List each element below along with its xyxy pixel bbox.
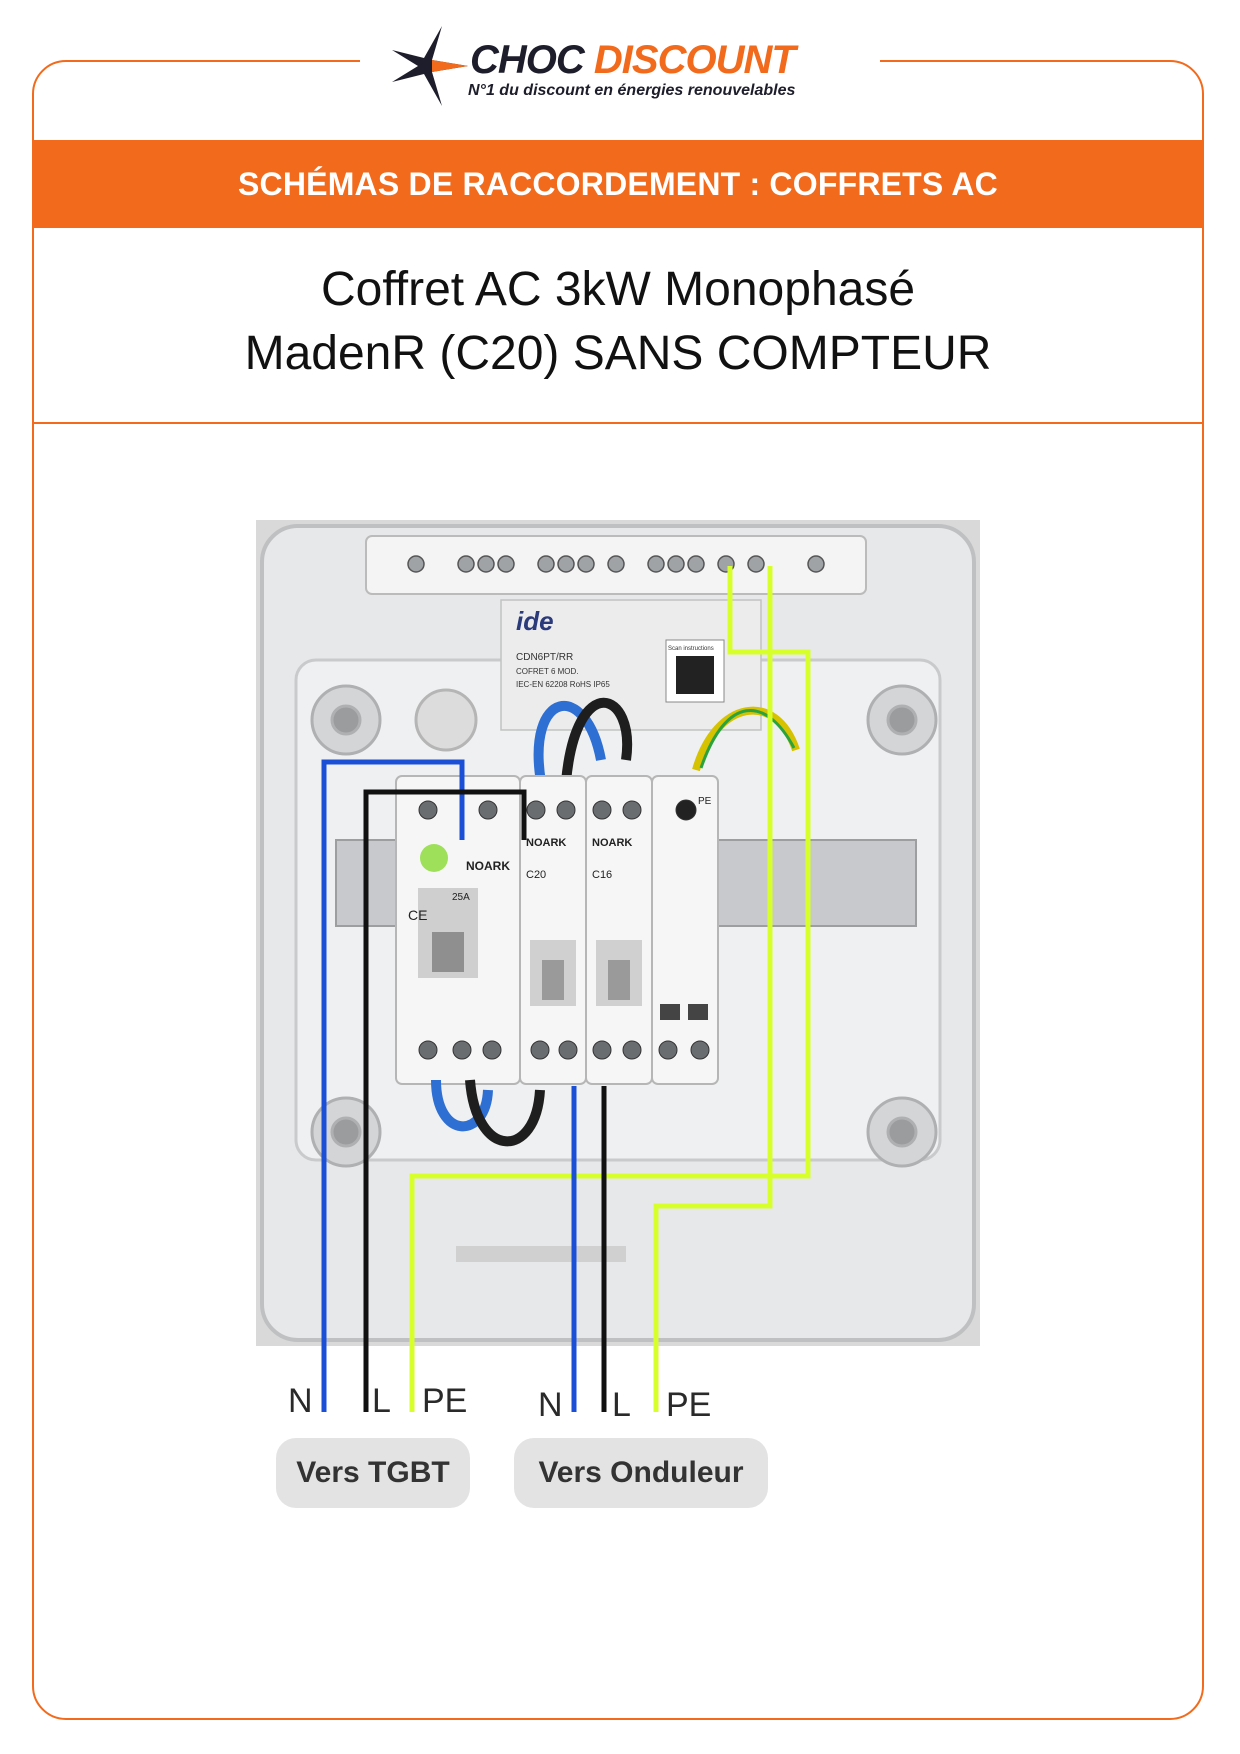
breaker-c16: NOARK C16 — [585, 775, 653, 1085]
c16-brand: NOARK — [592, 837, 632, 849]
enclosure-brand: ide — [516, 606, 554, 636]
label-tgbt-pe: PE — [422, 1382, 468, 1420]
page-title: Coffret AC 3kW Monophasé MadenR (C20) SA… — [33, 258, 1203, 386]
banner-text: SCHÉMAS DE RACCORDEMENT : COFFRETS AC — [238, 165, 998, 202]
brand-name-part2: DISCOUNT — [593, 38, 796, 82]
section-banner: SCHÉMAS DE RACCORDEMENT : COFFRETS AC — [33, 140, 1203, 228]
brand-tagline: N°1 du discount en énergies renouvelable… — [468, 82, 796, 99]
enclosure-scan: Scan instructions — [668, 646, 714, 652]
qr-code-icon — [676, 656, 714, 694]
enclosure-model: CDN6PT/RR — [516, 652, 573, 663]
label-tgbt-l: L — [372, 1382, 391, 1420]
label-tgbt-n: N — [288, 1382, 313, 1420]
star-burst-icon — [392, 26, 468, 106]
rcd-brand: NOARK — [466, 859, 510, 873]
c20-brand: NOARK — [526, 837, 566, 849]
title-divider — [33, 422, 1203, 424]
breaker-c20: NOARK C20 — [519, 775, 587, 1085]
label-onduleur-pe: PE — [666, 1386, 712, 1424]
enclosure-photo: ide CDN6PT/RR COFRET 6 MOD. IEC-EN 62208… — [256, 520, 980, 1346]
spd-pe: PE — [698, 796, 712, 807]
c20-rating: C20 — [526, 869, 546, 881]
c16-rating: C16 — [592, 869, 612, 881]
brand-name-part1: CHOC — [470, 38, 585, 82]
rcd-rating: 25A — [452, 892, 470, 903]
brand-logo: CHOC DISCOUNT N°1 du discount en énergie… — [360, 20, 880, 110]
rcd-ce-mark: CE — [408, 907, 427, 923]
label-onduleur-n: N — [538, 1386, 563, 1424]
title-line-2: MadenR (C20) SANS COMPTEUR — [244, 327, 992, 380]
brand-name: CHOC DISCOUNT — [470, 38, 796, 83]
enclosure-norm: IEC-EN 62208 RoHS IP65 — [516, 680, 610, 689]
rcd-module: NOARK 25A CE — [395, 775, 521, 1085]
title-line-1: Coffret AC 3kW Monophasé — [320, 263, 916, 316]
caption-vers-tgbt: Vers TGBT — [276, 1438, 470, 1508]
label-onduleur-l: L — [612, 1386, 631, 1424]
caption-vers-onduleur: Vers Onduleur — [514, 1438, 768, 1508]
surge-protector: PE — [651, 775, 719, 1085]
enclosure-desc: COFRET 6 MOD. — [516, 667, 579, 676]
